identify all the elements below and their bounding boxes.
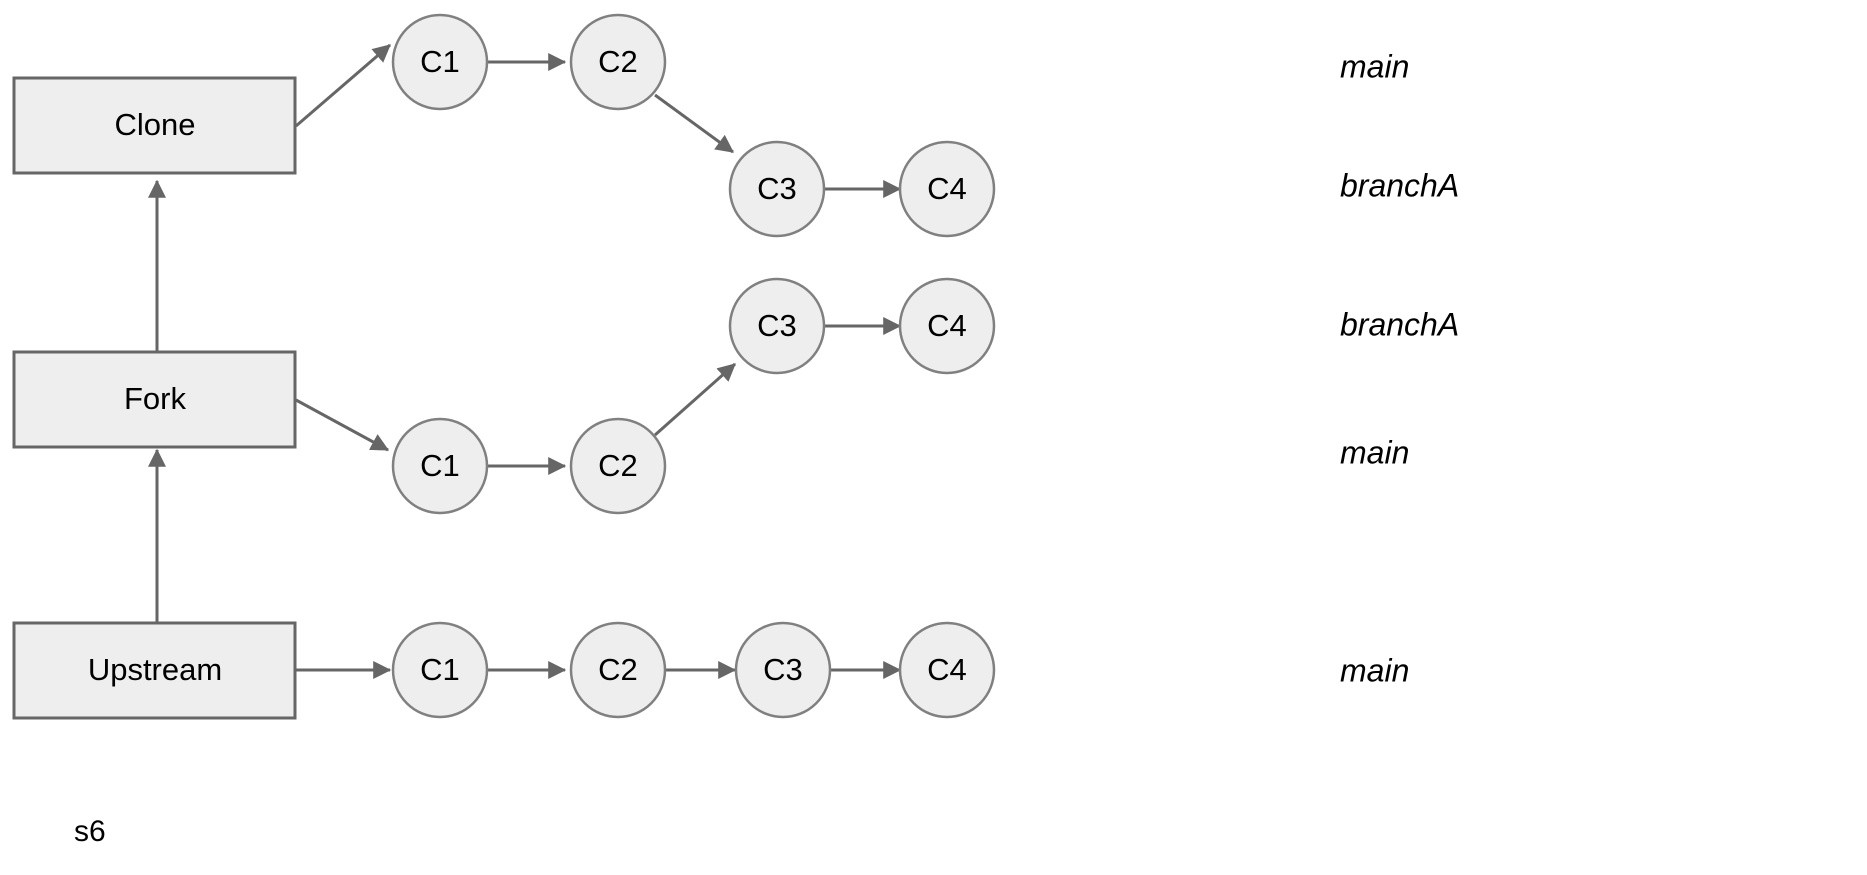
upstream-c2-circle bbox=[569, 621, 667, 719]
fork-row-edges bbox=[295, 317, 902, 475]
upstream-c4-label: C4 bbox=[927, 652, 967, 687]
repo-node-fork[interactable]: Fork bbox=[12, 350, 297, 449]
fork-box-shape bbox=[12, 350, 297, 449]
commit-node-clone-c3[interactable]: C3 bbox=[728, 140, 826, 238]
branch-label-fork-main: main bbox=[1340, 434, 1409, 470]
upstream-c4-circle bbox=[898, 621, 996, 719]
branch-label-clone-brancha: branchA bbox=[1340, 167, 1459, 203]
commit-node-fork-c2[interactable]: C2 bbox=[569, 417, 667, 515]
commit-node-clone-c1[interactable]: C1 bbox=[391, 13, 489, 111]
upstream-c1-label: C1 bbox=[420, 652, 460, 687]
fork-box-label: Fork bbox=[124, 381, 187, 416]
clone-c4-label: C4 bbox=[927, 171, 967, 206]
upstream-c3-label: C3 bbox=[763, 652, 803, 687]
repo-node-clone[interactable]: Clone bbox=[12, 76, 297, 175]
commit-node-clone-c4[interactable]: C4 bbox=[898, 140, 996, 238]
fork-c3-label: C3 bbox=[757, 308, 797, 343]
clone-row-edges bbox=[295, 43, 902, 198]
clone-box-shape bbox=[12, 76, 297, 175]
commit-node-upstream-c4[interactable]: C4 bbox=[898, 621, 996, 719]
clone-c2-circle bbox=[569, 13, 667, 111]
upstream-c2-label: C2 bbox=[598, 652, 638, 687]
upstream-box-shape bbox=[12, 621, 297, 720]
branch-label-upstream-main: main bbox=[1340, 652, 1409, 688]
fork-c2-circle bbox=[569, 417, 667, 515]
fork-c4-label: C4 bbox=[927, 308, 967, 343]
clone-c1-label: C1 bbox=[420, 44, 460, 79]
clone-c3-circle bbox=[728, 140, 826, 238]
commit-node-clone-c2[interactable]: C2 bbox=[569, 13, 667, 111]
clone-c1-circle bbox=[391, 13, 489, 111]
upstream-box-label: Upstream bbox=[88, 652, 222, 687]
clone-c3-label: C3 bbox=[757, 171, 797, 206]
fork-c2-label: C2 bbox=[598, 448, 638, 483]
upstream-c1-circle bbox=[391, 621, 489, 719]
clone-c4-circle bbox=[898, 140, 996, 238]
commit-node-upstream-c3[interactable]: C3 bbox=[734, 621, 832, 719]
commit-node-fork-c1[interactable]: C1 bbox=[391, 417, 489, 515]
edge-fork-c2-to-c3 bbox=[654, 362, 736, 437]
fork-c1-circle bbox=[391, 417, 489, 515]
branch-label-fork-brancha: branchA bbox=[1340, 306, 1459, 342]
fork-c4-circle bbox=[898, 277, 996, 375]
branch-label-clone-main: main bbox=[1340, 48, 1409, 84]
diagram-caption: s6 bbox=[74, 815, 106, 848]
commit-node-upstream-c2[interactable]: C2 bbox=[569, 621, 667, 719]
commit-node-fork-c3[interactable]: C3 bbox=[728, 277, 826, 375]
edge-fork-to-c1 bbox=[295, 398, 390, 452]
commit-node-upstream-c1[interactable]: C1 bbox=[391, 621, 489, 719]
clone-box-label: Clone bbox=[115, 107, 196, 142]
clone-c2-label: C2 bbox=[598, 44, 638, 79]
branch-label-column: main branchA branchA main main bbox=[1340, 48, 1459, 688]
commit-node-fork-c4[interactable]: C4 bbox=[898, 277, 996, 375]
repo-node-upstream[interactable]: Upstream bbox=[12, 621, 297, 720]
edge-clone-c2-to-c3 bbox=[654, 93, 734, 154]
edge-clone-to-c1 bbox=[295, 43, 391, 128]
fork-c3-circle bbox=[728, 277, 826, 375]
upstream-c3-circle bbox=[734, 621, 832, 719]
fork-c1-label: C1 bbox=[420, 448, 460, 483]
